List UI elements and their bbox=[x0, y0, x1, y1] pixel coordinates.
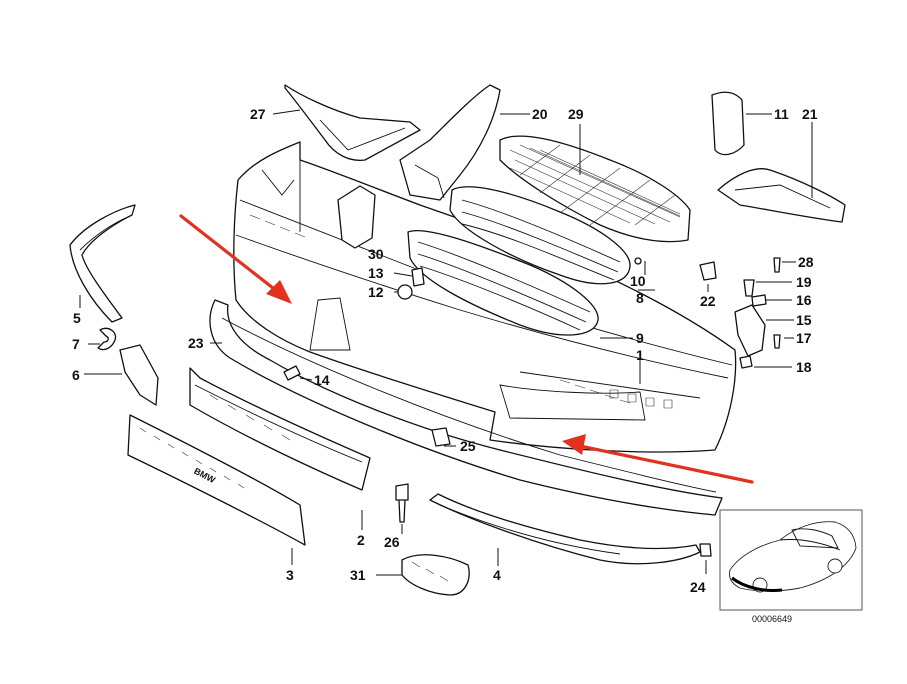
callout-30: 30 bbox=[368, 246, 384, 262]
callout-6: 6 bbox=[72, 367, 80, 383]
callout-25: 25 bbox=[460, 438, 476, 454]
air-guide-left bbox=[284, 84, 421, 161]
clip-22 bbox=[699, 261, 717, 281]
callout-20: 20 bbox=[532, 106, 548, 122]
nut-12 bbox=[397, 284, 413, 300]
diagram-number: 00006649 bbox=[752, 614, 792, 624]
callout-21: 21 bbox=[802, 106, 818, 122]
bracket-15 bbox=[734, 304, 766, 357]
bumper-strip bbox=[189, 367, 371, 491]
clip bbox=[97, 327, 117, 351]
callout-9: 9 bbox=[636, 330, 644, 346]
callout-4: 4 bbox=[493, 567, 501, 583]
callouts: 1 2 3 4 5 6 7 8 9 10 11 12 13 14 15 16 1… bbox=[72, 106, 818, 595]
screw-14 bbox=[283, 365, 301, 381]
callout-22: 22 bbox=[700, 293, 716, 309]
callout-11: 11 bbox=[774, 106, 789, 122]
callout-14: 14 bbox=[314, 372, 330, 388]
callout-12: 12 bbox=[368, 284, 384, 300]
reflector-bracket bbox=[119, 344, 159, 406]
car-location-inset: 00006649 bbox=[719, 509, 863, 624]
clip-10 bbox=[634, 257, 642, 265]
callout-16: 16 bbox=[796, 292, 812, 308]
indicator-arrow-right bbox=[562, 434, 754, 484]
screw-19 bbox=[743, 279, 755, 297]
lower-spoiler bbox=[209, 299, 723, 516]
leader-lines bbox=[79, 109, 813, 576]
air-duct bbox=[399, 84, 501, 201]
kidney-grille-upper bbox=[449, 186, 631, 285]
emblem-support: BMW bbox=[127, 414, 306, 546]
callout-24: 24 bbox=[690, 579, 706, 595]
callout-19: 19 bbox=[796, 274, 812, 290]
callout-17: 17 bbox=[796, 330, 812, 346]
callout-10: 10 bbox=[630, 273, 646, 289]
side-bracket-21 bbox=[717, 168, 846, 223]
screw-17 bbox=[773, 334, 781, 349]
indicator-arrow-left bbox=[179, 214, 292, 304]
callout-3: 3 bbox=[286, 567, 294, 583]
callout-28: 28 bbox=[798, 254, 814, 270]
callout-29: 29 bbox=[568, 106, 584, 122]
callout-1: 1 bbox=[636, 347, 644, 363]
callout-13: 13 bbox=[368, 265, 384, 281]
clip-25 bbox=[431, 427, 451, 447]
side-trim bbox=[69, 204, 136, 323]
callout-5: 5 bbox=[73, 310, 81, 326]
callout-27: 27 bbox=[250, 106, 266, 122]
screw-28 bbox=[773, 257, 781, 273]
tow-hook-cover bbox=[401, 554, 470, 596]
callout-18: 18 bbox=[796, 359, 812, 375]
callout-8: 8 bbox=[636, 290, 644, 306]
kidney-grille-lower bbox=[407, 229, 599, 336]
clip-13 bbox=[411, 267, 425, 287]
callout-7: 7 bbox=[72, 336, 80, 352]
bolt-26 bbox=[395, 483, 409, 523]
callout-26: 26 bbox=[384, 534, 400, 550]
clip-16 bbox=[751, 294, 767, 307]
clip-18 bbox=[739, 355, 753, 369]
callout-31: 31 bbox=[350, 567, 366, 583]
clip-24 bbox=[699, 543, 712, 557]
callout-23: 23 bbox=[188, 335, 204, 351]
bumper-highlight bbox=[731, 576, 783, 592]
front-lip bbox=[429, 493, 701, 565]
callout-2: 2 bbox=[357, 532, 365, 548]
callout-15: 15 bbox=[796, 312, 812, 328]
side-bracket-11 bbox=[711, 91, 745, 156]
bracket-30 bbox=[337, 185, 376, 249]
mesh-grille bbox=[499, 135, 691, 243]
